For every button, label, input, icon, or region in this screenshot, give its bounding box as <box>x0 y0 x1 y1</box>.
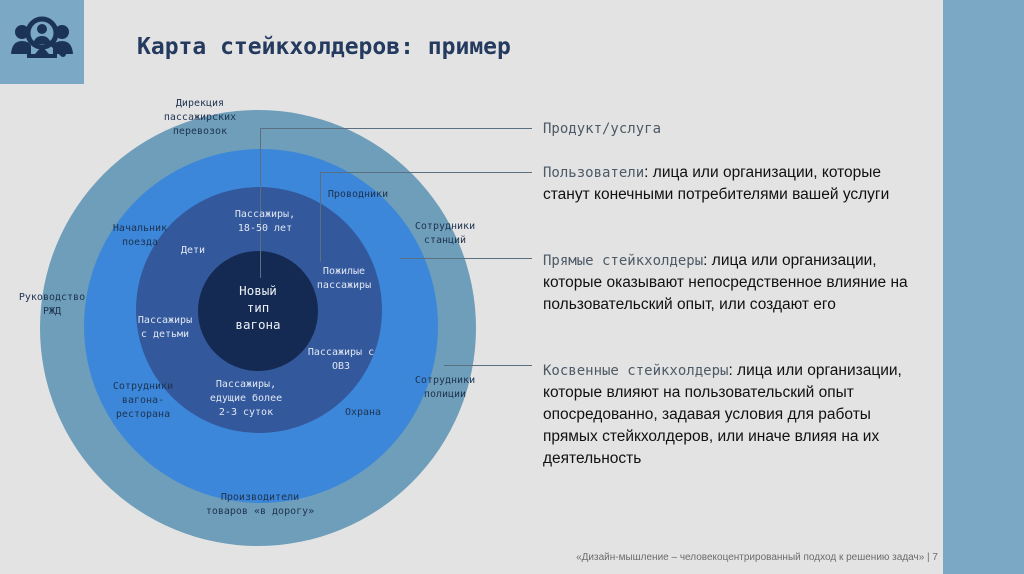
label-rzd-management: Руководство РЖД <box>18 292 86 317</box>
legend-product-term: Продукт/услуга <box>543 121 662 137</box>
people-search-icon <box>11 16 73 58</box>
legend-users-desc: : лица или организации, которые станут к… <box>543 164 890 203</box>
callout-line-direct <box>400 258 532 259</box>
label-elderly-passengers: Пожилые пассажиры <box>316 266 372 291</box>
label-conductors: Проводники <box>327 189 389 200</box>
legend-direct-term: Прямые стейкхолдеры <box>543 253 704 269</box>
callout-line-indirect <box>444 365 532 366</box>
logo <box>0 0 84 84</box>
label-train-chief: Начальник поезда <box>112 223 168 248</box>
label-children: Дети <box>180 245 206 256</box>
callout-line-product-horizontal <box>260 128 532 129</box>
legend-users: Пользователи: лица или организации, кото… <box>543 162 913 206</box>
legend-indirect-desc: : лица или организации, которые влияют н… <box>543 362 902 467</box>
callout-line-users-horizontal <box>320 172 532 173</box>
legend-direct-desc: : лица или организации, которые оказываю… <box>543 252 908 313</box>
label-new-car-type: Новый тип вагона <box>235 283 281 332</box>
legend-users-term: Пользователи <box>543 165 645 181</box>
label-long-trip-passengers: Пассажиры, едущие более 2-3 суток <box>209 379 283 418</box>
label-security: Охрана <box>344 407 382 418</box>
label-passenger-directorate: Дирекция пассажирских перевозок <box>163 98 237 137</box>
ring-product <box>198 251 318 371</box>
label-passengers-18-50: Пассажиры, 18-50 лет <box>234 209 296 234</box>
callout-line-product-vertical <box>260 128 261 278</box>
legend-direct: Прямые стейкхолдеры: лица или организаци… <box>543 250 913 316</box>
label-restaurant-staff: Сотрудники вагона- ресторана <box>112 381 174 420</box>
legend-indirect: Косвенные стейкхолдеры: лица или организ… <box>543 360 913 470</box>
legend-indirect-term: Косвенные стейкхолдеры <box>543 363 729 379</box>
label-police-staff: Сотрудники полиции <box>414 375 476 400</box>
label-passengers-disabled: Пассажиры с ОВЗ <box>307 347 375 372</box>
page-title: Карта стейкхолдеров: пример <box>137 34 511 60</box>
accent-band <box>943 0 1024 574</box>
legend-product: Продукт/услуга <box>543 118 913 140</box>
label-travel-goods-producers: Производители товаров «в дорогу» <box>205 492 315 517</box>
callout-line-users-vertical <box>320 172 321 262</box>
label-station-staff: Сотрудники станций <box>414 221 476 246</box>
label-passengers-with-children: Пассажиры с детьми <box>137 315 193 340</box>
slide-footer: «Дизайн-мышление – человекоцентрированны… <box>576 552 938 563</box>
